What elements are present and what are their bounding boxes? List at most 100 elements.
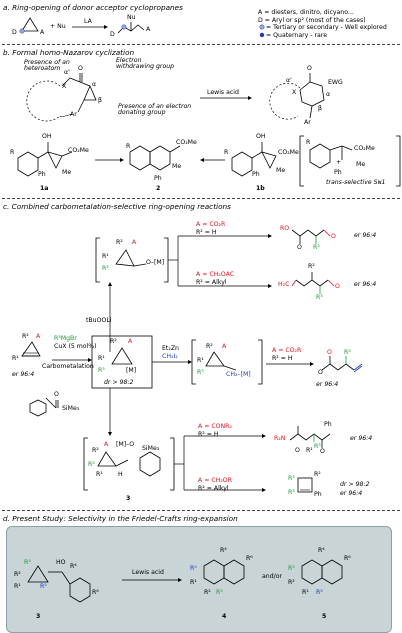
p5-cond-a: A = CH₂OR <box>198 477 232 484</box>
p1-r3: R³ <box>313 244 320 251</box>
b2-alpha: α <box>326 91 331 98</box>
p2-r3: R³ <box>316 294 323 301</box>
d3-r5: R⁵ <box>40 583 47 590</box>
zi-a: A <box>222 343 227 350</box>
d5-r2: R² <box>288 579 295 586</box>
cb-dr: dr > 98:2 <box>104 379 134 386</box>
a-legend-4: = Quaternary - rare <box>266 32 328 39</box>
sm-r2: R² <box>22 333 29 340</box>
a-prod-a: A <box>146 26 151 33</box>
p4-r1: R¹ <box>306 447 313 454</box>
cat-r: R <box>306 139 311 146</box>
p1-cond-r2: R² = H <box>196 229 217 236</box>
b-annot-heteroatom: Presence of an heteroatom <box>24 59 70 73</box>
d3-r6: R⁶ <box>92 589 99 596</box>
b-ar: Ar <box>70 111 77 118</box>
c1a-r: R <box>10 149 15 156</box>
p3-er: er 96:4 <box>316 381 339 388</box>
p4-o1: O <box>295 447 300 454</box>
p3-r3: R³ <box>344 349 351 356</box>
cb-r3: R³ <box>98 367 105 374</box>
c2-r: R <box>126 143 131 150</box>
c1a-co2me: CO₂Me <box>68 147 89 154</box>
panel-b-scheme <box>17 73 401 187</box>
b2-o: O <box>307 65 312 72</box>
d5-r5: R⁵ <box>316 589 323 596</box>
c1b-co2me: CO₂Me <box>278 149 299 156</box>
cat-ph: Ph <box>334 169 342 176</box>
d4-r4: R⁴ <box>220 547 227 554</box>
zi-r3: R³ <box>197 369 204 376</box>
cb-r2: R² <box>110 338 117 345</box>
p1-ro: RO <box>280 225 290 232</box>
d3-ho: HO <box>56 559 66 566</box>
zi-r1: R¹ <box>197 357 204 364</box>
p5-r3a: R³ <box>288 475 295 482</box>
p5-r2: R² <box>314 471 321 478</box>
p4-r3: R³ <box>314 443 321 450</box>
sm-r1: R¹ <box>12 355 19 362</box>
panel-c-scheme <box>21 229 363 493</box>
p2-cond-a: A = CH₂OAC <box>196 271 235 278</box>
c1a-id: 1a <box>40 185 49 192</box>
b2-ar: Ar <box>304 119 311 126</box>
zi-ch2m: CH₂–[M] <box>226 371 251 378</box>
b2-ewg: EWG <box>328 79 343 86</box>
p2-h2c: H₂C <box>278 281 290 288</box>
zn-reag-2: CH₂I₂ <box>162 353 178 360</box>
c1b-r: R <box>224 149 229 156</box>
a-la-reagent: LA <box>84 18 92 25</box>
ui-r1: R¹ <box>102 253 109 260</box>
li-sime3: SiMe₃ <box>142 445 160 452</box>
d3-r3: R³ <box>24 559 31 566</box>
li-h: H <box>118 471 123 478</box>
a-label-d: D <box>12 29 17 36</box>
sm-er: er 96:4 <box>12 371 35 378</box>
c1a-oh: OH <box>42 133 52 140</box>
zn-reag-1: Et₂Zn <box>162 345 179 352</box>
p3-cond-r2: R² = H <box>272 355 293 362</box>
separator-bc <box>2 198 400 199</box>
panel-a-title: a. Ring-opening of donor acceptor cyclop… <box>3 3 183 12</box>
d4-r6: R⁶ <box>246 555 253 562</box>
c1b-oh: OH <box>256 133 266 140</box>
b-beta: β <box>98 97 102 104</box>
c2-me: Me <box>172 163 182 170</box>
tbuooli: tBuOOLi <box>86 317 112 324</box>
cat-co2me: CO₂Me <box>354 145 375 152</box>
c1a-ph: Ph <box>38 171 46 178</box>
cb-r1: R¹ <box>98 355 105 362</box>
b-annot-edg: Presence of an electron donating group <box>118 103 192 117</box>
d5-r4: R⁴ <box>318 547 325 554</box>
d4-r2: R² <box>204 589 211 596</box>
c2-id: 2 <box>156 185 161 192</box>
separator-ab <box>2 44 400 45</box>
ui-r2: R² <box>116 239 123 246</box>
d3-r2: R² <box>14 571 21 578</box>
b2-alpha-prime: α' <box>286 77 292 84</box>
d5-r3: R³ <box>288 565 295 572</box>
acyl-sime3: SiMe₃ <box>62 405 80 412</box>
c2-co2me: CO₂Me <box>176 139 197 146</box>
panel-b: b. Formal homo-Nazarov cyclization <box>0 46 402 196</box>
reag-cux: CuX (5 mol%) <box>54 343 97 350</box>
b-alpha: α <box>92 81 97 88</box>
p4-o2: O <box>320 448 325 455</box>
d5-id: 5 <box>322 613 327 620</box>
cat-caption: trans-selective Sɴ1 <box>326 179 386 186</box>
d4-id: 4 <box>222 613 227 620</box>
p4-cond-a: A = CONR₂ <box>198 423 232 430</box>
ui-a: A <box>132 239 137 246</box>
p3-cond-a: A = CO₂R <box>272 347 302 354</box>
c1a-me: Me <box>62 169 72 176</box>
d3-r4: R⁴ <box>70 563 77 570</box>
separator-cd <box>2 510 400 511</box>
panel-b-title: b. Formal homo-Nazarov cyclization <box>3 48 135 57</box>
d-lewis-acid: Lewis acid <box>132 569 164 576</box>
zi-r2: R² <box>206 343 213 350</box>
b-o: O <box>78 65 83 72</box>
p4-r2n: R₂N <box>274 435 286 442</box>
b2-x: X <box>292 89 297 96</box>
c1b-me: Me <box>276 167 286 174</box>
acyl-o: O <box>54 391 59 398</box>
